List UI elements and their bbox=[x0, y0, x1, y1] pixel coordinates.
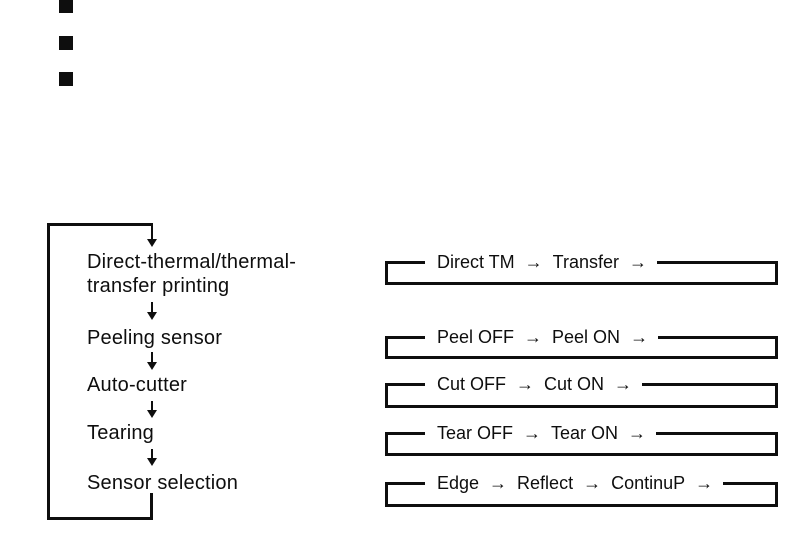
line-segment bbox=[385, 382, 425, 386]
arrow-right-icon: → bbox=[695, 472, 714, 493]
flow-step-label: Tearing bbox=[87, 422, 154, 444]
option-box-top-line: Peel OFF → Peel ON → bbox=[385, 325, 778, 349]
flow-loop-line bbox=[47, 223, 153, 520]
flow-step-label: Sensor selection bbox=[87, 472, 239, 494]
line-segment bbox=[723, 481, 778, 485]
square-bullet-icon bbox=[59, 72, 73, 86]
square-bullet-icon bbox=[59, 36, 73, 50]
flow-return-line bbox=[150, 493, 153, 520]
option-box-top-line: Edge → Reflect → ContinuP → bbox=[385, 471, 778, 495]
option-label: ContinuP bbox=[611, 472, 686, 493]
option-label: Direct TM bbox=[437, 251, 515, 272]
arrow-right-icon: → bbox=[524, 326, 543, 347]
arrow-down-icon bbox=[151, 352, 153, 362]
option-box-auto-cutter: Cut OFF → Cut ON → bbox=[385, 374, 778, 408]
option-label: Cut OFF bbox=[437, 373, 507, 394]
line-segment bbox=[385, 431, 425, 435]
line-segment bbox=[385, 260, 425, 264]
arrow-down-icon bbox=[151, 226, 153, 239]
flow-step-label: Auto-cutter bbox=[87, 374, 188, 396]
line-segment bbox=[385, 335, 425, 339]
option-box-peeling-sensor: Peel OFF → Peel ON → bbox=[385, 327, 778, 359]
line-segment bbox=[385, 481, 425, 485]
arrow-right-icon: → bbox=[630, 326, 649, 347]
arrow-right-icon: → bbox=[489, 472, 508, 493]
arrow-right-icon: → bbox=[516, 373, 535, 394]
flow-step-print-mode: Direct-thermal/thermal- transfer printin… bbox=[87, 250, 296, 298]
option-label: Edge bbox=[437, 472, 480, 493]
option-label: Transfer bbox=[552, 251, 620, 272]
option-box-top-line: Direct TM → Transfer → bbox=[385, 250, 778, 274]
arrow-right-icon: → bbox=[614, 373, 633, 394]
arrow-right-icon: → bbox=[629, 251, 648, 272]
flow-step-tearing: Tearing bbox=[87, 421, 154, 445]
arrow-right-icon: → bbox=[583, 472, 602, 493]
line-segment bbox=[642, 382, 778, 386]
flow-step-sensor-selection: Sensor selection bbox=[87, 471, 238, 495]
bullet-list bbox=[59, 0, 73, 108]
arrow-down-icon bbox=[151, 401, 153, 410]
option-label: Tear ON bbox=[551, 422, 619, 443]
line-segment bbox=[657, 260, 778, 264]
arrow-right-icon: → bbox=[628, 422, 647, 443]
option-box-top-line: Tear OFF → Tear ON → bbox=[385, 421, 778, 445]
option-label: Peel ON bbox=[552, 326, 621, 347]
option-box-print-mode: Direct TM → Transfer → bbox=[385, 252, 778, 285]
flow-step-peeling-sensor: Peeling sensor bbox=[87, 326, 222, 350]
option-box-top-line: Cut OFF → Cut ON → bbox=[385, 372, 778, 396]
option-label: Cut ON bbox=[544, 373, 605, 394]
arrow-right-icon: → bbox=[523, 422, 542, 443]
flow-step-label: transfer printing bbox=[87, 275, 230, 297]
flow-step-label: Direct-thermal/thermal- bbox=[87, 251, 297, 273]
arrow-right-icon: → bbox=[524, 251, 543, 272]
line-segment bbox=[656, 431, 778, 435]
arrow-down-icon bbox=[151, 449, 153, 458]
flow-step-auto-cutter: Auto-cutter bbox=[87, 373, 187, 397]
line-segment bbox=[658, 335, 778, 339]
square-bullet-icon bbox=[59, 0, 73, 13]
option-box-tearing: Tear OFF → Tear ON → bbox=[385, 423, 778, 456]
arrow-down-icon bbox=[151, 302, 153, 312]
option-box-sensor-selection: Edge → Reflect → ContinuP → bbox=[385, 473, 778, 507]
option-label: Peel OFF bbox=[437, 326, 515, 347]
flow-step-label: Peeling sensor bbox=[87, 327, 223, 349]
option-label: Reflect bbox=[517, 472, 574, 493]
option-label: Tear OFF bbox=[437, 422, 514, 443]
